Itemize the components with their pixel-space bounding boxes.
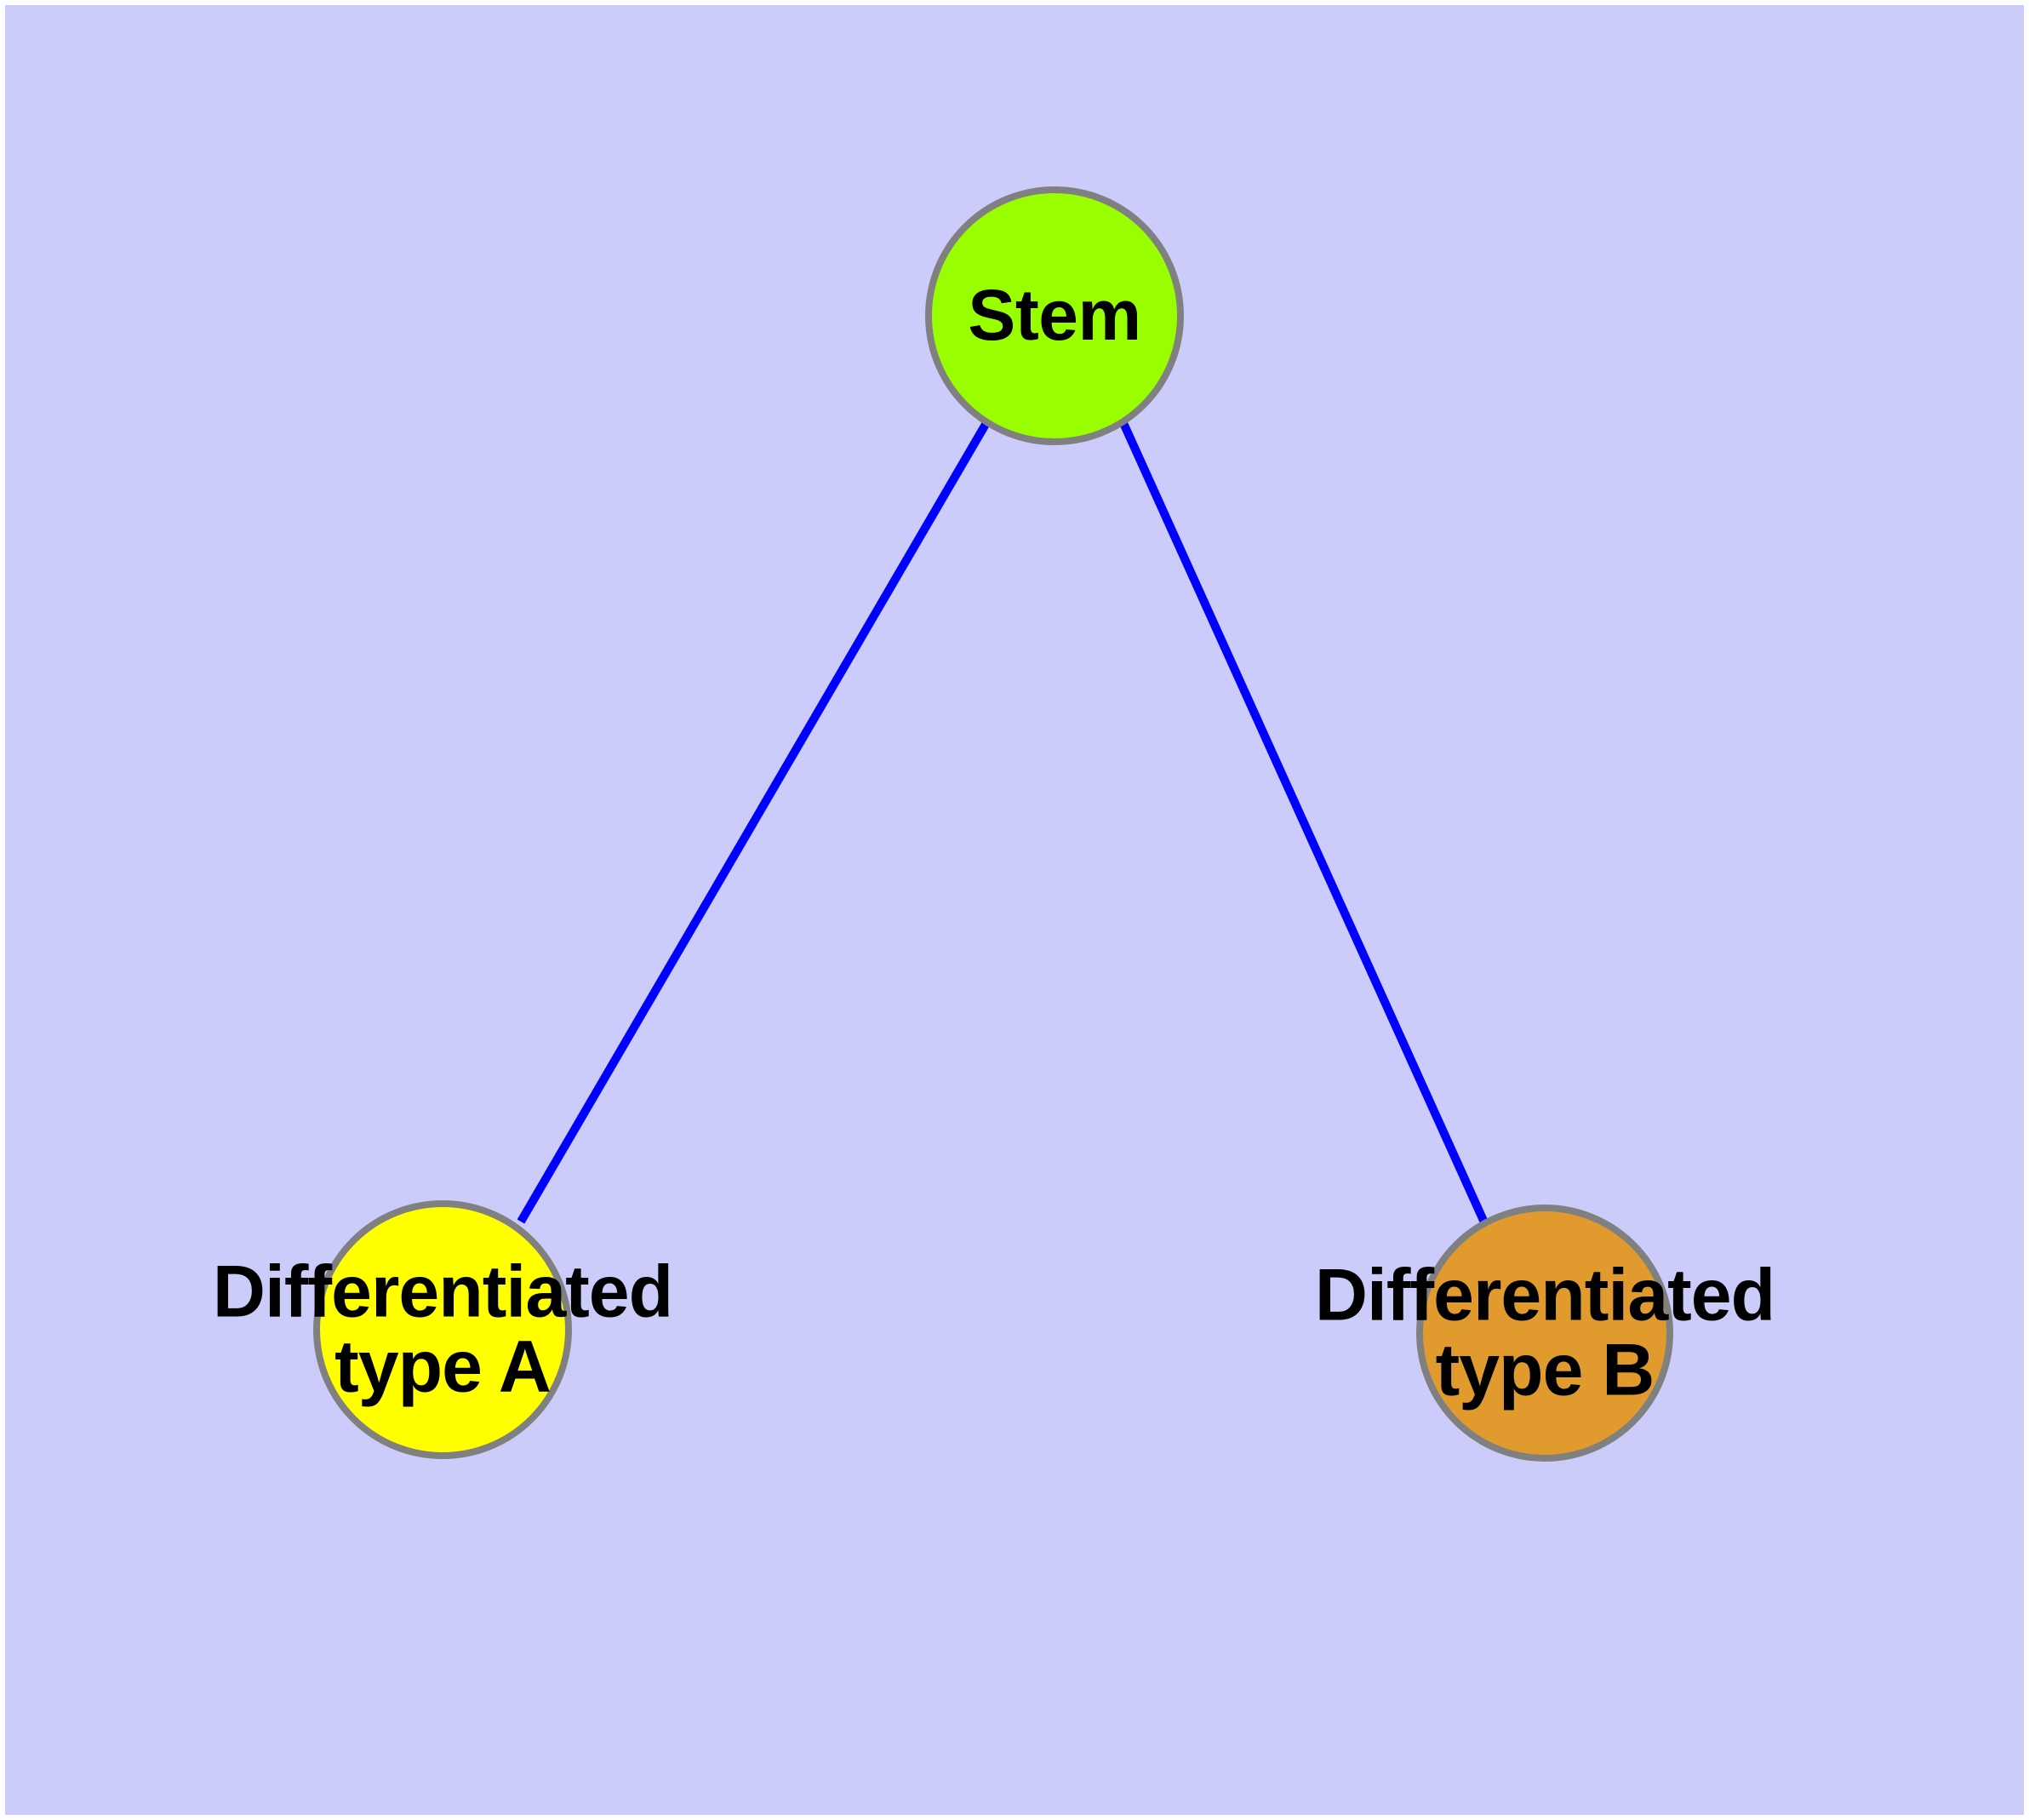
edge-layer bbox=[517, 419, 1489, 1225]
node-stem[interactable] bbox=[925, 186, 1184, 445]
node-differentiated-type-b[interactable] bbox=[1416, 1205, 1673, 1462]
edge-stem-to-differentiated-type-b[interactable] bbox=[1119, 421, 1489, 1225]
node-differentiated-type-a[interactable] bbox=[313, 1200, 572, 1459]
node-layer bbox=[313, 186, 1673, 1462]
edge-stem-to-differentiated-type-a[interactable] bbox=[517, 419, 992, 1224]
